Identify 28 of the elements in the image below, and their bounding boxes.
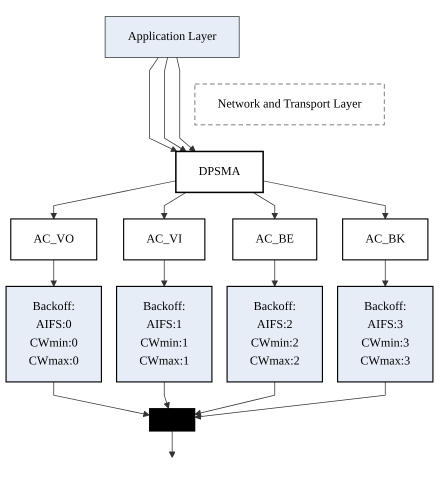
node-box: AC_BE xyxy=(232,218,318,260)
arrow xyxy=(149,57,178,152)
node-box: AC_VO xyxy=(10,218,98,260)
arrow xyxy=(262,180,389,220)
node-box: DPSMA xyxy=(175,150,264,194)
arrow xyxy=(164,57,186,152)
arrow xyxy=(160,260,168,287)
node-box: Backoff: AIFS:3 CWmin:3 CWmax:3 xyxy=(337,286,434,382)
node-box: AC_VI xyxy=(123,218,206,260)
arrow xyxy=(163,382,170,409)
node-bar xyxy=(149,408,196,432)
arrow xyxy=(176,57,196,152)
arrow xyxy=(53,382,150,418)
arrow xyxy=(382,260,389,287)
node-box: Backoff: AIFS:1 CWmin:1 CWmax:1 xyxy=(116,286,212,382)
node-box: Backoff: AIFS:0 CWmin:0 CWmax:0 xyxy=(6,286,102,382)
arrow xyxy=(168,430,176,458)
node-box: AC_BK xyxy=(342,218,428,260)
arrow xyxy=(194,382,386,420)
node-box: Network and Transport Layer xyxy=(194,84,385,126)
node-box: Backoff: AIFS:2 CWmin:2 CWmax:2 xyxy=(226,286,323,382)
arrow xyxy=(160,192,186,220)
node-box: Application Layer xyxy=(104,16,240,58)
arrow xyxy=(194,382,276,416)
arrow xyxy=(50,180,176,220)
arrow xyxy=(252,192,278,220)
arrow xyxy=(271,260,278,287)
arrow xyxy=(50,260,58,287)
